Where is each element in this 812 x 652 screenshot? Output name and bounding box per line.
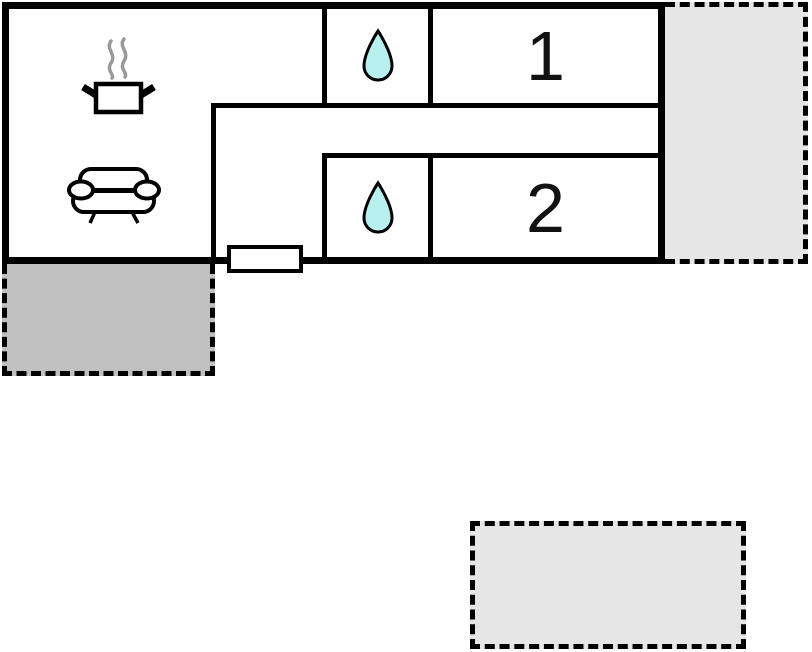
bedroom-1-label: 1 [526, 17, 565, 95]
entrance-door-marker [227, 245, 303, 273]
wall-corridor-vertical [211, 103, 216, 257]
room-bedroom-2: 2 [433, 158, 658, 257]
room-bathroom-1 [327, 9, 428, 103]
wall-bathroom2-right [428, 153, 433, 257]
bedroom-2-label: 2 [526, 168, 565, 247]
wall-lower-horizontal [322, 153, 658, 158]
room-living-kitchen [9, 9, 211, 257]
terrace-bottom-area [470, 521, 746, 649]
building-outline [2, 2, 665, 264]
room-bedroom-1: 1 [433, 9, 658, 103]
wall-bathroom1-left [322, 9, 327, 108]
wall-corridor-horizontal [211, 103, 658, 108]
patio-bottom-left-area [2, 264, 215, 376]
room-bathroom-2 [327, 158, 428, 257]
wall-bathroom1-right [428, 9, 433, 108]
wall-bathroom2-left [322, 153, 327, 257]
water-drop-icon [361, 28, 394, 82]
room-hallway [216, 108, 658, 153]
water-drop-icon [361, 179, 394, 233]
sofa-icon [67, 167, 161, 224]
cooking-pot-icon [81, 37, 156, 115]
terrace-right-area [665, 2, 808, 264]
